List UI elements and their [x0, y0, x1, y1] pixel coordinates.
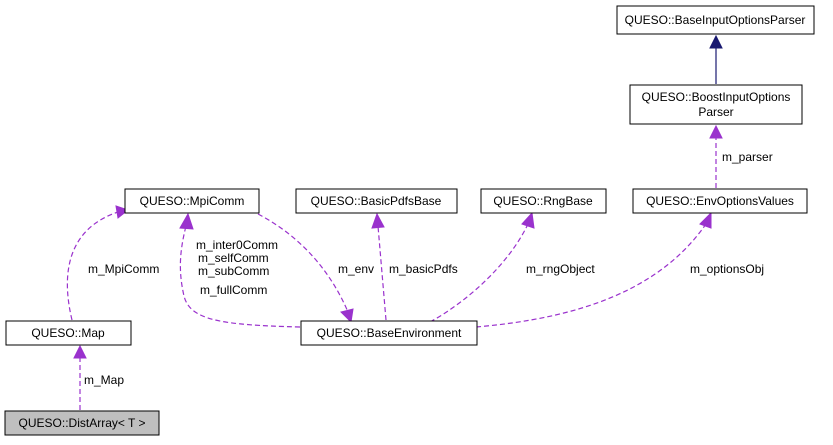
edge-label-fullcomm: m_fullComm [200, 283, 267, 297]
edge-m-parser [709, 124, 723, 188]
edge-inheritance-boost-to-base [709, 34, 723, 84]
edge-label-subcomm: m_subComm [198, 264, 269, 278]
node-base-input-options-parser[interactable]: QUESO::BaseInputOptionsParser [616, 5, 815, 35]
node-label-base-environment: QUESO::BaseEnvironment [317, 326, 462, 340]
edge-comms [179, 212, 301, 328]
node-boost-input-options-parser[interactable]: QUESO::BoostInputOptions Parser [629, 84, 803, 125]
edge-label-m-mpicomm: m_MpiComm [88, 262, 159, 276]
node-label-mpi-comm: QUESO::MpiComm [140, 194, 245, 208]
node-dist-array[interactable]: QUESO::DistArray< T > [4, 410, 160, 436]
node-base-environment[interactable]: QUESO::BaseEnvironment [300, 320, 478, 346]
edge-label-selfcomm: m_selfComm [198, 251, 269, 265]
edge-label-m-env: m_env [338, 262, 374, 276]
edge-m-env [257, 213, 354, 324]
node-label-map: QUESO::Map [31, 326, 105, 340]
node-label-dist-array: QUESO::DistArray< T > [19, 416, 146, 430]
edge-label-m-optionsobj: m_optionsObj [690, 262, 764, 276]
node-rng-base[interactable]: QUESO::RngBase [480, 188, 607, 214]
edge-label-m-basicpdfs: m_basicPdfs [389, 262, 458, 276]
node-label-base-input-options-parser: QUESO::BaseInputOptionsParser [625, 13, 806, 27]
edge-m-optionsobj [475, 211, 712, 328]
edge-m-map [73, 344, 87, 410]
edge-label-inter0comm: m_inter0Comm [196, 238, 278, 252]
edge-label-m-parser: m_parser [722, 150, 773, 164]
node-label-env-options-values: QUESO::EnvOptionsValues [646, 194, 794, 208]
edge-label-m-rngobject: m_rngObject [526, 262, 595, 276]
node-label-rng-base: QUESO::RngBase [493, 194, 593, 208]
edge-label-m-map: m_Map [84, 373, 124, 387]
node-label-boost-line1: QUESO::BoostInputOptions [642, 90, 791, 104]
edge-m-rngobject [429, 211, 535, 323]
node-label-basic-pdfs-base: QUESO::BasicPdfsBase [311, 194, 442, 208]
node-basic-pdfs-base[interactable]: QUESO::BasicPdfsBase [295, 188, 458, 214]
node-label-boost-line2: Parser [698, 105, 733, 119]
node-map[interactable]: QUESO::Map [5, 320, 132, 346]
edge-m-basicpdfs [371, 212, 387, 321]
node-env-options-values[interactable]: QUESO::EnvOptionsValues [632, 188, 808, 214]
node-mpi-comm[interactable]: QUESO::MpiComm [124, 188, 260, 214]
